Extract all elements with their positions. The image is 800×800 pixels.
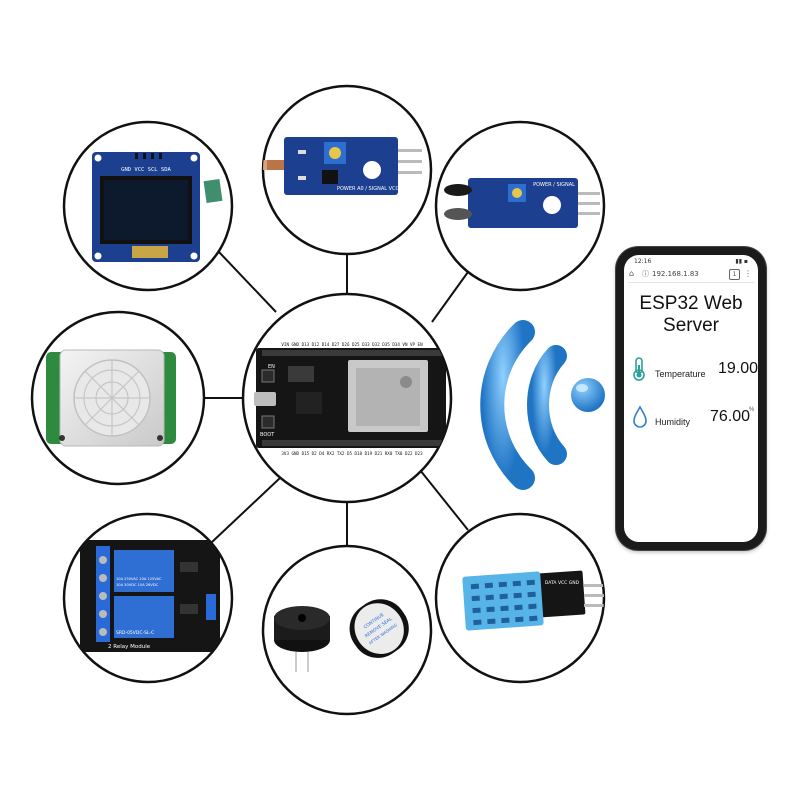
relay-caption: 2 Relay Module (108, 644, 151, 650)
relay-spec-a: 10A 250VAC 10A 125VAC (116, 577, 162, 581)
temperature-label: Temperature (655, 369, 706, 379)
ir-module: POWER / SIGNAL (434, 120, 606, 292)
line-oled (218, 251, 277, 313)
status-time: 12:16 (634, 258, 652, 265)
esp32-pins-bottom: 3V3 GND D15 D2 D4 RX2 TX2 D5 D18 D19 D21… (281, 451, 423, 456)
line-relay (211, 477, 281, 543)
humidity-unit: % (749, 407, 755, 413)
pir-module (30, 310, 206, 486)
dht-pin-labels: DATA VCC GND (545, 580, 580, 586)
ir-pin-labels: POWER / SIGNAL (533, 182, 575, 188)
connector-lines (204, 251, 469, 546)
thermometer-icon (633, 357, 645, 381)
buzzer-module: CONTINUE REMOVE SEAL AFTER WASHING (261, 544, 433, 716)
relay-spec-b: 10A 30VDC 10A 28VDC (116, 583, 159, 587)
esp32-pins-top: VIN GND D13 D12 D14 D27 D26 D25 D33 D32 … (281, 342, 423, 347)
ldr-module: POWER A0 / SIGNAL VCC (261, 84, 433, 256)
wifi-icon (480, 320, 605, 490)
home-icon[interactable]: ⌂ (629, 269, 635, 278)
relay-module: 10A 250VAC 10A 125VAC 10A 30VDC 10A 28VD… (62, 512, 234, 684)
info-icon[interactable]: ⓘ (642, 270, 649, 278)
tabs-icon[interactable]: 1 (729, 269, 740, 280)
humidity-label: Humidity (655, 417, 691, 427)
water-drop-icon (633, 405, 647, 428)
oled-module: GND VCC SCL SDA (62, 120, 234, 292)
oled-pin-labels: GND VCC SCL SDA (121, 167, 171, 173)
temperature-value: 19.00 (718, 360, 758, 377)
esp32-en-label: EN (268, 364, 275, 370)
smartphone: 12:16 ▮▮ ▪ ⌂ ⓘ 192.168.1.83 1 ⋮ ESP32 We… (616, 247, 766, 550)
page-title: ESP32 Web Server (624, 293, 758, 337)
battery-signal-icon: ▮▮ ▪ (735, 258, 748, 265)
browser-address-bar[interactable]: ⌂ ⓘ 192.168.1.83 1 ⋮ (628, 268, 754, 283)
page-title-line1: ESP32 Web (639, 293, 743, 314)
status-bar: 12:16 ▮▮ ▪ (634, 258, 748, 266)
ldr-pin-labels: POWER A0 / SIGNAL VCC (337, 186, 400, 192)
esp32-boot-label: BOOT (260, 432, 275, 438)
url-field[interactable]: 192.168.1.83 (652, 270, 699, 278)
dht11-module: DATA VCC GND (434, 512, 606, 684)
more-menu-icon[interactable]: ⋮ (744, 269, 752, 278)
line-ir (431, 271, 469, 323)
esp32-board: VIN GND D13 D12 D14 D27 D26 D25 D33 D32 … (241, 292, 453, 504)
phone-screen: 12:16 ▮▮ ▪ ⌂ ⓘ 192.168.1.83 1 ⋮ ESP32 We… (624, 255, 758, 542)
humidity-value: 76.00 (710, 408, 751, 425)
relay-model-label: SRD-05VDC-SL-C (116, 630, 154, 636)
line-dht (419, 469, 469, 531)
temperature-reading: Temperature 19.00 °C (632, 355, 758, 385)
page-title-line2: Server (663, 315, 719, 336)
humidity-reading: Humidity 76.00 % (632, 403, 756, 433)
